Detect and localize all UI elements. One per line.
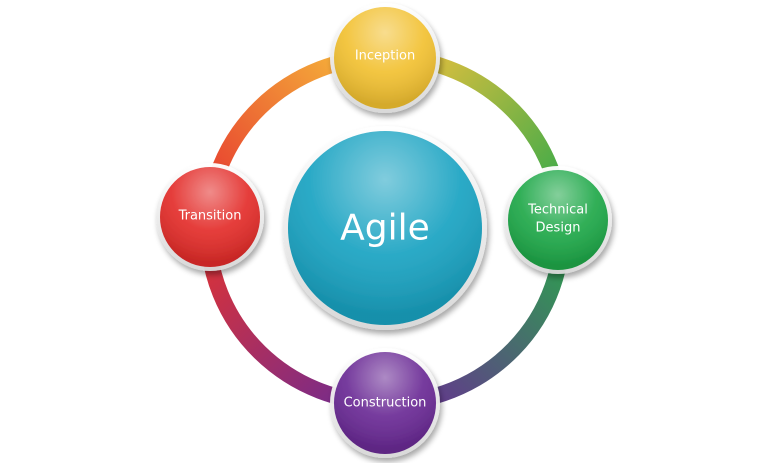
node-label-inception: Inception xyxy=(355,49,415,64)
center-label: Agile xyxy=(340,208,430,249)
node-inception: Inception xyxy=(330,3,440,113)
node-label-technical-design-line1: Technical xyxy=(527,203,588,218)
node-transition: Transition xyxy=(156,163,264,271)
node-label-technical-design-line2: Design xyxy=(536,221,581,236)
node-label-transition: Transition xyxy=(178,209,242,224)
center-node-agile: Agile xyxy=(283,126,487,330)
node-label-construction: Construction xyxy=(344,396,427,411)
node-technical-design: Technical Design xyxy=(504,166,612,274)
node-construction: Construction xyxy=(330,348,440,458)
